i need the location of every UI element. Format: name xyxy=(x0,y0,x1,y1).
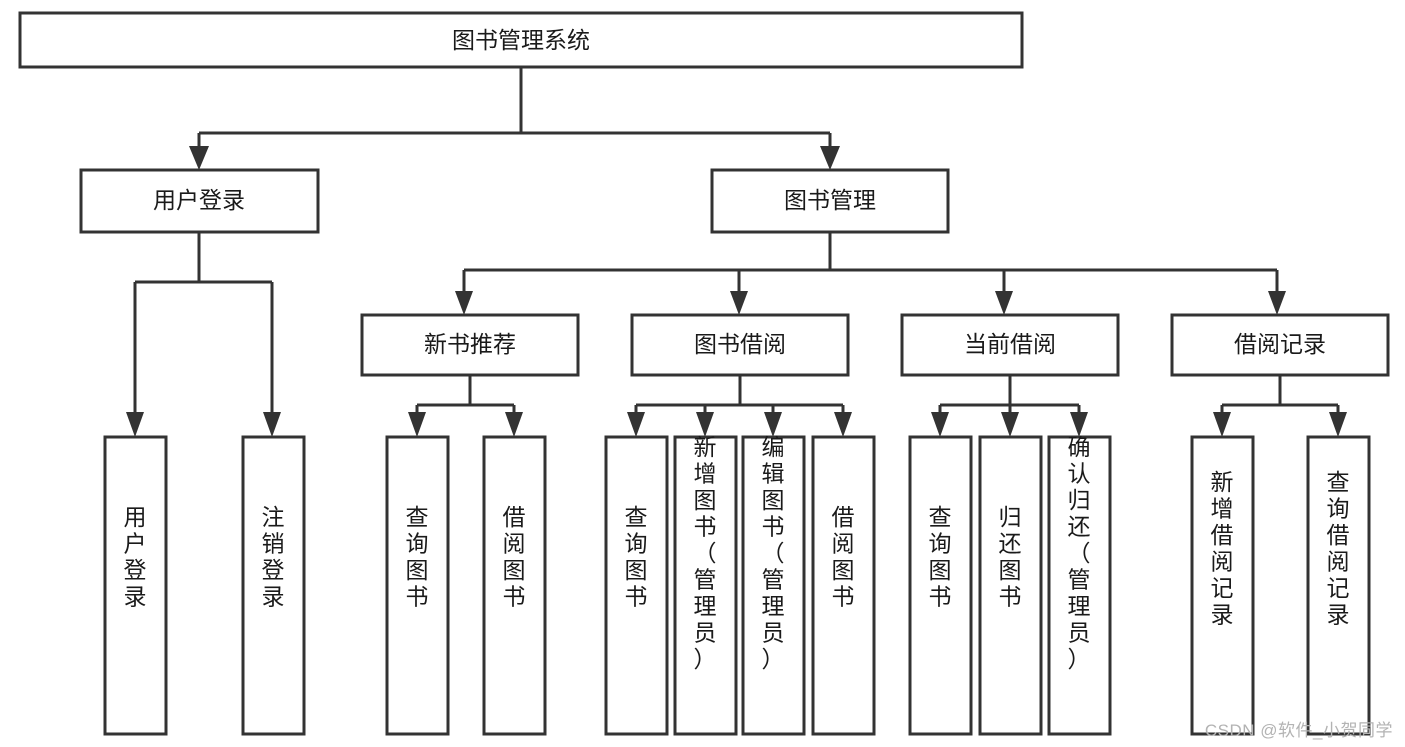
leaf-borrowrecord-add-record-label: 新增借阅记录 xyxy=(1211,469,1234,628)
leaf-user-login-signin-label: 用户登录 xyxy=(124,504,147,610)
node-borrow-record-box[interactable] xyxy=(1170,313,1390,377)
leaf-user-login-signout-label: 注销登录 xyxy=(262,504,285,610)
leaf-bookborrow-add-book[interactable]: 新增图书（管理员） xyxy=(673,434,738,736)
node-book-borrow[interactable]: 图书借阅 xyxy=(630,313,850,377)
node-book-management-label: 图书管理 xyxy=(784,187,876,213)
leaf-user-login-signout-box[interactable] xyxy=(241,435,306,736)
leaf-bookborrow-query-book-label: 查询图书 xyxy=(625,504,648,610)
arrow-to-currentborrow xyxy=(995,291,1013,315)
leaf-currentborrow-query-book[interactable]: 查询图书 xyxy=(908,435,973,736)
leaf-currentborrow-query-book-box[interactable] xyxy=(908,435,973,736)
node-new-book-recommend-label: 新书推荐 xyxy=(424,331,516,357)
node-book-management-box[interactable] xyxy=(710,168,950,234)
leaf-borrowrecord-add-record[interactable]: 新增借阅记录 xyxy=(1190,435,1255,736)
node-current-borrow[interactable]: 当前借阅 xyxy=(900,313,1120,377)
arrow-currentborrow-leaf-2 xyxy=(1001,412,1019,437)
leaf-newbook-query-book-box[interactable] xyxy=(385,435,450,736)
node-borrow-record-label: 借阅记录 xyxy=(1234,331,1326,357)
csdn-watermark: CSDN @软件_小贺同学 xyxy=(1204,721,1393,740)
leaf-bookborrow-borrow-book-box[interactable] xyxy=(811,435,876,736)
connector-layer xyxy=(126,67,1347,437)
leaf-borrowrecord-query-record-box[interactable] xyxy=(1306,435,1371,736)
arrow-borrowrecord-leaf-2 xyxy=(1329,412,1347,437)
leaf-user-login-signin-box[interactable] xyxy=(103,435,168,736)
arrow-userlogin-leaf-1 xyxy=(126,412,144,437)
arrow-borrowrecord-leaf-1 xyxy=(1213,412,1231,437)
leaf-bookborrow-borrow-book-label: 借阅图书 xyxy=(832,504,855,610)
arrow-currentborrow-leaf-3 xyxy=(1070,412,1088,437)
leaf-newbook-borrow-book[interactable]: 借阅图书 xyxy=(482,435,547,736)
leaf-newbook-borrow-book-box[interactable] xyxy=(482,435,547,736)
arrow-userlogin-leaf-2 xyxy=(263,412,281,437)
arrow-newbook-leaf-1 xyxy=(408,412,426,437)
leaf-bookborrow-add-book-box[interactable] xyxy=(673,435,738,736)
node-new-book-recommend-box[interactable] xyxy=(360,313,580,377)
node-book-management[interactable]: 图书管理 xyxy=(710,168,950,234)
leaf-user-login-signin[interactable]: 用户登录 xyxy=(103,435,168,736)
arrow-currentborrow-leaf-1 xyxy=(931,412,949,437)
leaf-bookborrow-borrow-book[interactable]: 借阅图书 xyxy=(811,435,876,736)
node-user-login[interactable]: 用户登录 xyxy=(79,168,320,234)
leaf-bookborrow-query-book-box[interactable] xyxy=(604,435,669,736)
leaf-currentborrow-confirm-return[interactable]: 确认归还（管理员） xyxy=(1047,434,1112,736)
leaf-newbook-borrow-book-label: 借阅图书 xyxy=(503,504,526,610)
leaf-currentborrow-return-book-box[interactable] xyxy=(978,435,1043,736)
leaf-currentborrow-return-book[interactable]: 归还图书 xyxy=(978,435,1043,736)
leaf-newbook-query-book-label: 查询图书 xyxy=(406,504,429,610)
leaf-newbook-query-book[interactable]: 查询图书 xyxy=(385,435,450,736)
arrow-bookborrow-leaf-1 xyxy=(627,412,645,437)
node-user-login-box[interactable] xyxy=(79,168,320,234)
node-root-system-label: 图书管理系统 xyxy=(452,27,590,53)
leaf-bookborrow-edit-book[interactable]: 编辑图书（管理员） xyxy=(741,434,806,736)
leaf-borrowrecord-query-record-label: 查询借阅记录 xyxy=(1327,469,1350,628)
leaf-currentborrow-query-book-label: 查询图书 xyxy=(929,504,952,610)
leaf-bookborrow-edit-book-box[interactable] xyxy=(741,435,806,736)
leaf-bookborrow-query-book[interactable]: 查询图书 xyxy=(604,435,669,736)
node-root-system-box[interactable] xyxy=(18,11,1024,69)
arrow-bookborrow-leaf-2 xyxy=(696,412,714,437)
leaf-currentborrow-confirm-return-box[interactable] xyxy=(1047,435,1112,736)
leaf-borrowrecord-query-record[interactable]: 查询借阅记录 xyxy=(1306,435,1371,736)
node-new-book-recommend[interactable]: 新书推荐 xyxy=(360,313,580,377)
arrow-bookborrow-leaf-3 xyxy=(764,412,782,437)
node-user-login-label: 用户登录 xyxy=(153,187,245,213)
arrow-bookborrow-leaf-4 xyxy=(834,412,852,437)
leaf-bookborrow-edit-book-label: 编辑图书（管理员） xyxy=(762,434,785,672)
node-current-borrow-label: 当前借阅 xyxy=(964,331,1056,357)
node-borrow-record[interactable]: 借阅记录 xyxy=(1170,313,1390,377)
node-book-borrow-label: 图书借阅 xyxy=(694,331,786,357)
leaf-currentborrow-confirm-return-label: 确认归还（管理员） xyxy=(1068,434,1091,672)
node-book-borrow-box[interactable] xyxy=(630,313,850,377)
leaf-bookborrow-add-book-label: 新增图书（管理员） xyxy=(694,434,717,672)
arrow-to-borrowrecord xyxy=(1268,291,1286,315)
node-current-borrow-box[interactable] xyxy=(900,313,1120,377)
arrow-newbook-leaf-2 xyxy=(505,412,523,437)
arrow-to-newbook xyxy=(455,291,473,315)
leaf-user-login-signout[interactable]: 注销登录 xyxy=(241,435,306,736)
node-root-system[interactable]: 图书管理系统 xyxy=(18,11,1024,69)
arrow-to-book-mgmt xyxy=(820,146,840,170)
leaf-currentborrow-return-book-label: 归还图书 xyxy=(999,504,1022,610)
arrow-to-bookborrow xyxy=(730,291,748,315)
arrow-to-user-login xyxy=(189,146,209,170)
leaf-borrowrecord-add-record-box[interactable] xyxy=(1190,435,1255,736)
